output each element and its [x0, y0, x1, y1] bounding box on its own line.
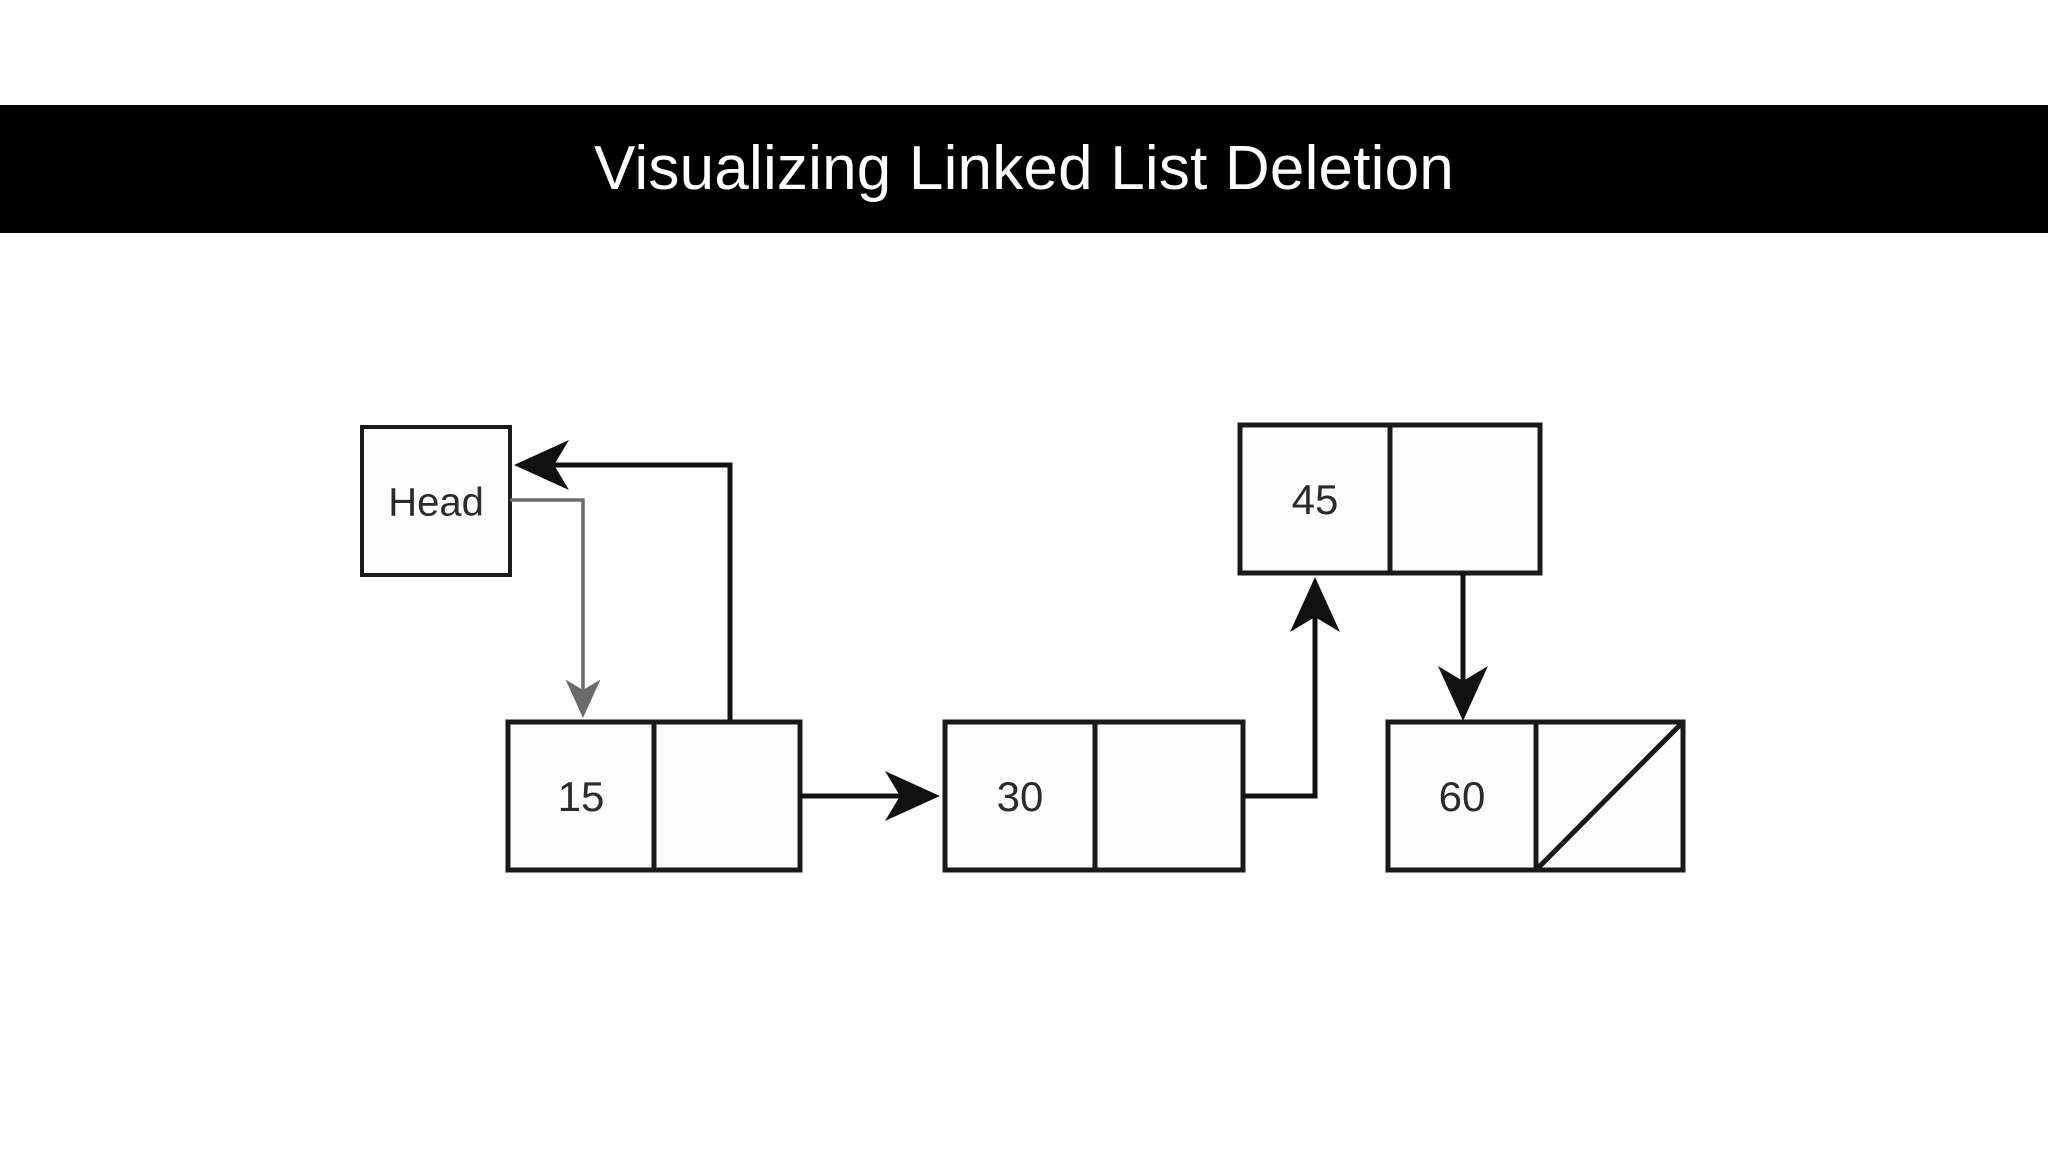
node-15-value: 15 [558, 773, 605, 820]
head-label: Head [388, 481, 484, 525]
node-30-to-45-arrow [1243, 577, 1340, 799]
edge-node-15-to-head [514, 440, 733, 722]
list-node-45[interactable]: 45 [1237, 422, 1543, 576]
node-45-value: 45 [1292, 476, 1339, 523]
page-title: Visualizing Linked List Deletion [594, 134, 1454, 203]
title-banner: Visualizing Linked List Deletion [0, 105, 2048, 233]
edge-head-to-node-15 [510, 498, 601, 718]
list-node-60[interactable]: 60 [1385, 719, 1686, 873]
node-15-to-head-arrow [514, 440, 733, 722]
node-30-value: 30 [997, 773, 1044, 820]
node-60-value: 60 [1439, 773, 1486, 820]
node-60-null-slash [1536, 722, 1683, 870]
head-to-15-arrow [510, 498, 601, 718]
list-node-15[interactable]: 15 [505, 719, 803, 873]
head-node[interactable]: Head [360, 425, 512, 577]
head-box[interactable] [360, 425, 512, 577]
list-node-30[interactable]: 30 [942, 719, 1246, 873]
edge-node-30-to-node-45 [1243, 577, 1340, 799]
linked-list-diagram: Head 15 30 [0, 233, 2048, 1152]
diagram-svg: Head 15 30 [360, 422, 1686, 873]
